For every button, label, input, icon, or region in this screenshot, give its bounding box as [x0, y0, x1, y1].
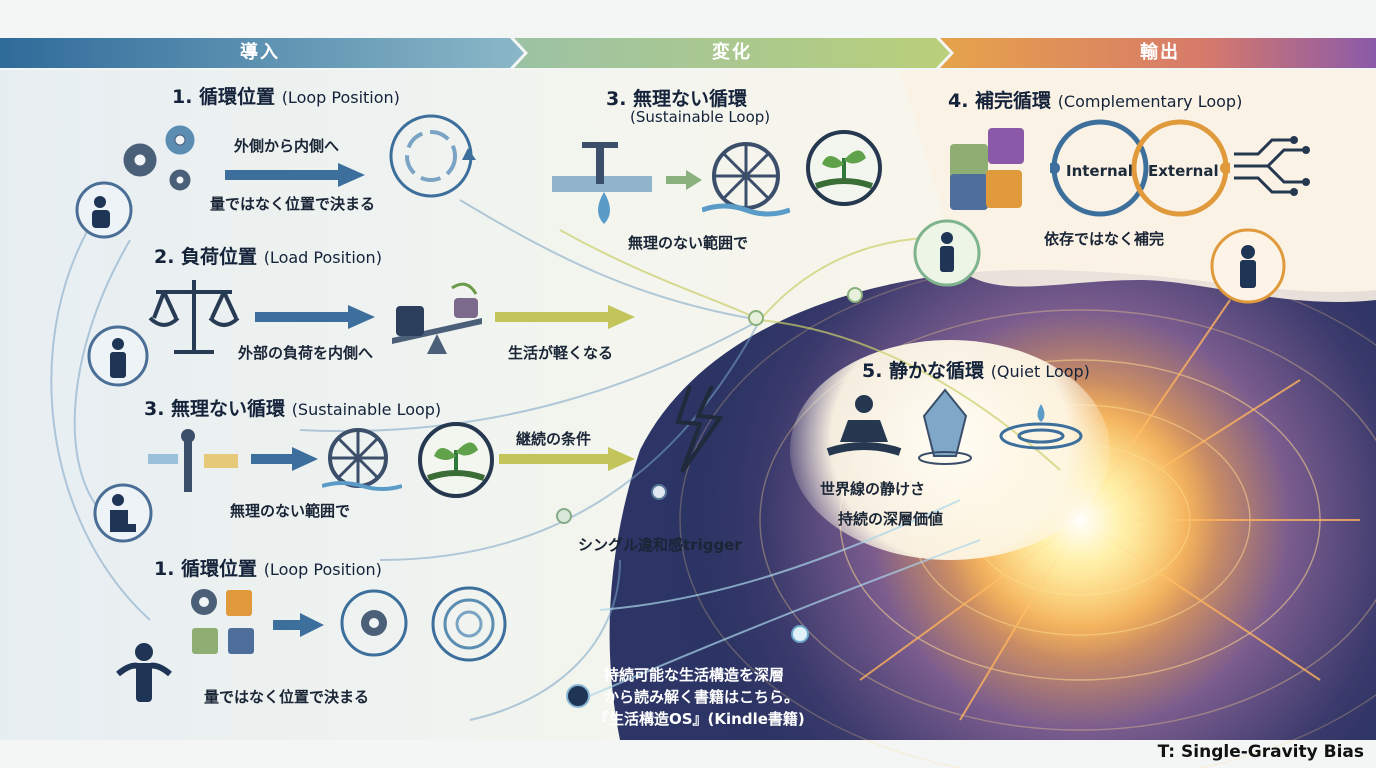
- kneeling-person-icon: [93, 483, 153, 543]
- quiet-label-1: 世界線の静けさ: [820, 480, 926, 498]
- section-2-title-ja: 2. 負荷位置: [154, 246, 258, 268]
- arrow-right-icon: [251, 447, 318, 471]
- complementary-label-1: 依存ではなく補完: [1044, 230, 1165, 248]
- lightning-break-icon: [675, 385, 724, 474]
- connected-person-icon: [1210, 228, 1286, 304]
- phase-output-label: 輸出: [1140, 42, 1180, 63]
- middle-title-en: (Sustainable Loop): [630, 108, 771, 126]
- sprout-icon: [418, 422, 494, 498]
- section-1-title-en: (Loop Position): [281, 88, 400, 107]
- circuit-network-icon: [1234, 136, 1310, 196]
- person-balance-icon: [913, 219, 981, 287]
- loop-circle-icon: [389, 114, 476, 198]
- stressed-person-icon: [87, 325, 149, 387]
- water-wheel-icon: [702, 142, 790, 217]
- complementary-title-ja: 4. 補完循環: [948, 90, 1052, 112]
- section-3-title-en: (Sustainable Loop): [291, 400, 442, 419]
- trigger-label: シングル違和感trigger: [578, 536, 742, 554]
- section-1-title-ja: 1. 循環位置: [172, 86, 276, 108]
- section-4-label-1: 量ではなく位置で決まる: [204, 688, 370, 706]
- sprout-icon: [806, 130, 882, 206]
- promo-line-3: 『生活構造OS』(Kindle書籍): [594, 710, 805, 728]
- complementary-title-en: (Complementary Loop): [1057, 92, 1243, 111]
- quiet-title-ja: 5. 静かな循環: [862, 360, 985, 382]
- gear-puzzle-icon: [191, 589, 254, 654]
- valve-water-drop-icon: [552, 142, 652, 224]
- section-1-label-2: 量ではなく位置で決まる: [210, 195, 376, 213]
- section-3-title-ja: 3. 無理ない循環: [144, 398, 286, 420]
- arrow-right-icon: [225, 163, 365, 187]
- phase-change-label: 変化: [712, 42, 752, 63]
- section-3-title: 3. 無理ない循環 (Sustainable Loop): [144, 394, 441, 421]
- crystal-icon: [918, 388, 972, 465]
- arrow-right-icon: [495, 305, 635, 329]
- meditating-person-icon: [826, 395, 902, 456]
- section-3-label-1: 継続の条件: [516, 430, 592, 448]
- balance-scale-icon: [148, 280, 240, 354]
- complementary-title: 4. 補完循環 (Complementary Loop): [948, 86, 1242, 113]
- section-3-label-2: 無理のない範囲で: [230, 502, 351, 520]
- phase-intro-label: 導入: [240, 42, 280, 63]
- section-2-title-en: (Load Position): [263, 248, 382, 267]
- gears-icon: [123, 125, 195, 191]
- thinking-person-icon: [75, 181, 133, 239]
- open-arms-person-icon: [116, 643, 172, 702]
- middle-label-1: 無理のない範囲で: [628, 234, 749, 252]
- middle-title: 3. 無理ない循環: [606, 88, 748, 110]
- arrow-right-icon: [666, 170, 702, 190]
- arrow-right-icon: [499, 447, 635, 471]
- section-4-title-en: (Loop Position): [263, 560, 382, 579]
- valve-meter-icon: [148, 429, 238, 492]
- section-1-label-1: 外側から内側へ: [234, 137, 340, 155]
- footer-caption: T: Single-Gravity Bias: [1157, 742, 1364, 762]
- promo-line-2: から読み解く書籍はこちら。: [604, 688, 800, 706]
- puzzle-pieces-icon: [950, 128, 1024, 210]
- section-2-label-1: 外部の負荷を内側へ: [238, 344, 374, 362]
- seesaw-weights-icon: [392, 282, 482, 354]
- section-2-title: 2. 負荷位置 (Load Position): [154, 242, 382, 269]
- section-2-label-2: 生活が軽くなる: [508, 344, 614, 362]
- internal-external-loops: [1050, 119, 1230, 217]
- section-4-title-ja: 1. 循環位置: [154, 558, 258, 580]
- arrow-right-icon: [255, 305, 375, 329]
- internal-label: Internal: [1066, 162, 1133, 180]
- water-wheel-icon: [322, 428, 402, 491]
- quiet-title-en: (Quiet Loop): [990, 362, 1090, 381]
- section-4-title: 1. 循環位置 (Loop Position): [154, 554, 382, 581]
- arrow-right-icon: [273, 613, 324, 637]
- quiet-title: 5. 静かな循環 (Quiet Loop): [862, 356, 1090, 383]
- phase-bar-shapes: [0, 38, 1376, 68]
- section-1-title: 1. 循環位置 (Loop Position): [172, 82, 400, 109]
- concentric-loop-icon: [431, 586, 507, 662]
- external-label: External: [1148, 162, 1219, 180]
- water-ripple-icon: [999, 404, 1083, 450]
- promo-line-1: 持続可能な生活構造を深層: [604, 666, 785, 684]
- quiet-label-2: 持続の深層価値: [838, 510, 944, 528]
- gear-loop-icon: [340, 589, 408, 657]
